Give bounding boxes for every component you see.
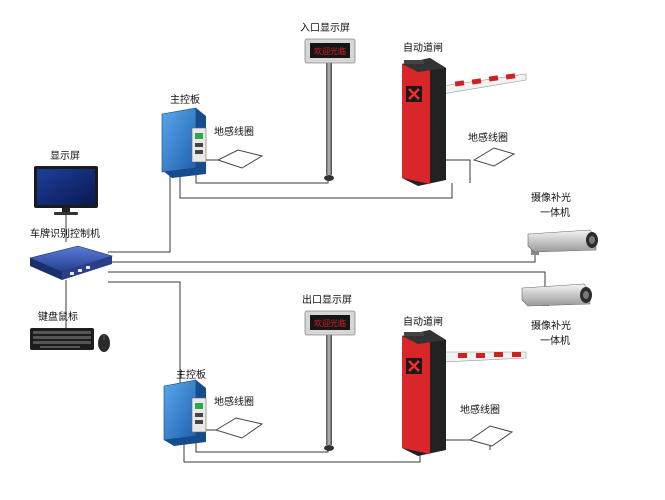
- label-barrier-bottom: 自动道闸: [403, 317, 443, 328]
- label-keyboard-mouse: 键盘鼠标: [38, 312, 78, 323]
- label-camera-bottom-2: 一体机: [540, 336, 570, 347]
- barrier-gate-top: [402, 58, 527, 186]
- exit-led-display: 欢迎光临: [304, 310, 356, 451]
- label-recognition-controller: 车牌识别控制机: [30, 229, 100, 240]
- ground-loop-bottom-left: [214, 417, 264, 439]
- label-loop-bottom-left: 地感线圈: [214, 397, 254, 408]
- label-controller-bottom: 主控板: [176, 370, 206, 381]
- x-cross-icon: [408, 360, 420, 372]
- label-exit-display: 出口显示屏: [302, 295, 352, 306]
- label-camera-top-1: 摄像补光: [531, 193, 571, 204]
- label-loop-top-right: 地感线圈: [468, 133, 508, 144]
- label-loop-top-left: 地感线圈: [214, 127, 254, 138]
- mouse-icon: [98, 334, 110, 352]
- camera-top: [527, 229, 598, 255]
- camera-bottom: [521, 283, 592, 307]
- ground-loop-top-right: [472, 147, 516, 167]
- barrier-gate-bottom: [402, 330, 527, 456]
- main-control-board-top: [161, 107, 207, 178]
- label-controller-top: 主控板: [170, 95, 200, 106]
- monitor: [34, 166, 98, 215]
- exit-led-text: 欢迎光临: [314, 318, 346, 328]
- label-monitor: 显示屏: [50, 151, 80, 162]
- ground-loop-bottom-right: [468, 425, 514, 447]
- label-camera-bottom-1: 摄像补光: [531, 321, 571, 332]
- main-control-board-bottom: [163, 379, 207, 446]
- x-cross-icon: [408, 88, 420, 100]
- entry-led-text: 欢迎光临: [314, 46, 346, 56]
- label-barrier-top: 自动道闸: [403, 43, 443, 54]
- label-loop-bottom-right: 地感线圈: [460, 405, 500, 416]
- ground-loop-top-left: [216, 149, 264, 169]
- entry-led-display: 欢迎光临: [304, 38, 356, 181]
- plate-recognition-controller: [29, 245, 114, 280]
- label-entry-display: 入口显示屏: [300, 23, 350, 34]
- label-camera-top-2: 一体机: [540, 208, 570, 219]
- keyboard: [30, 328, 94, 350]
